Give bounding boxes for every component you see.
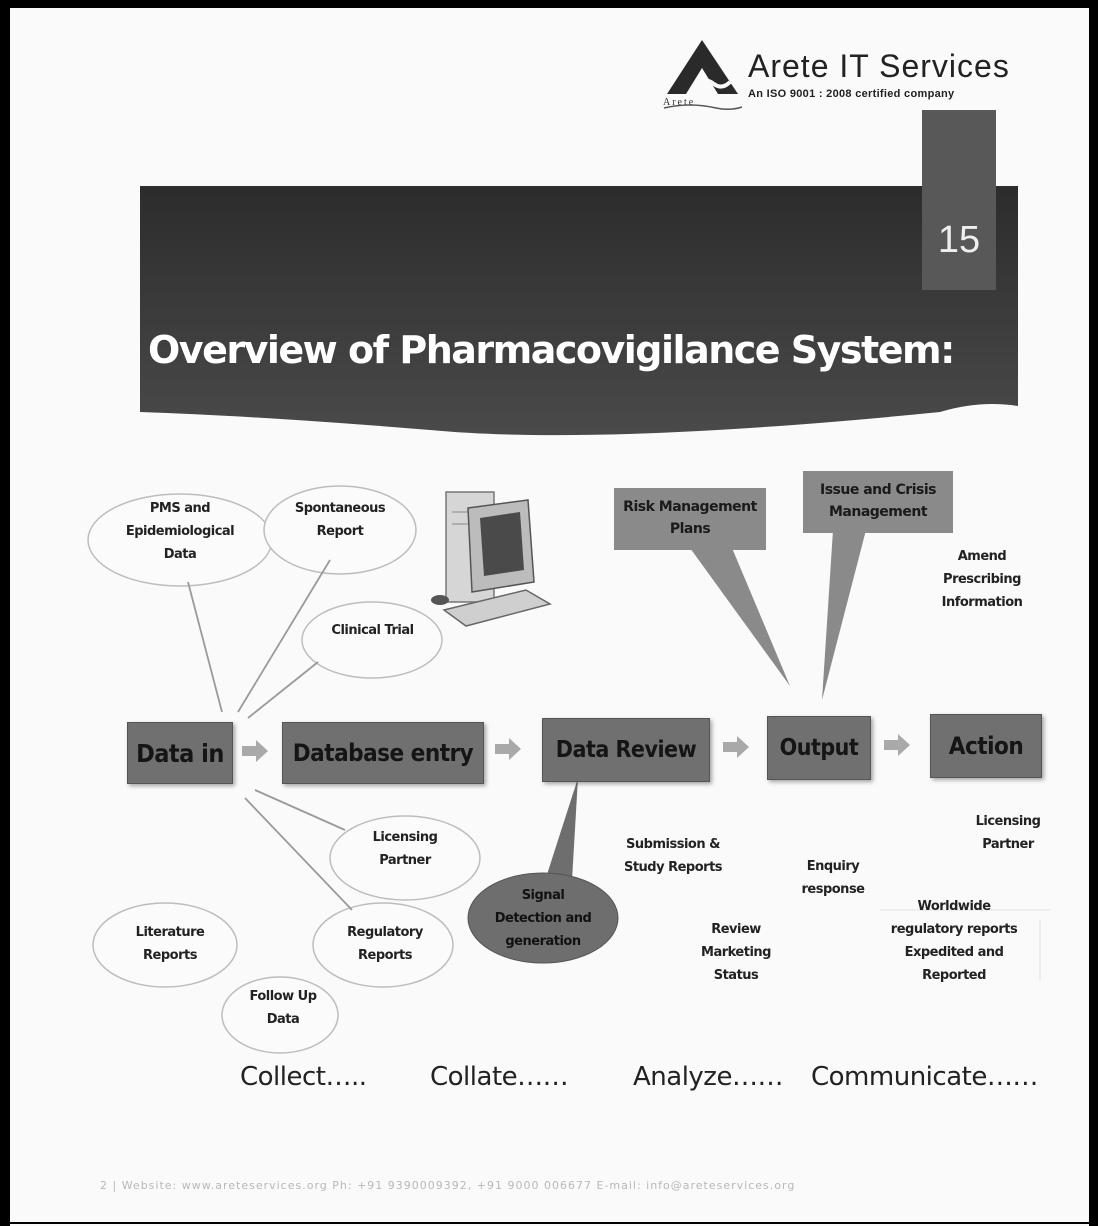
logo-name: Arete IT Services (748, 48, 1010, 84)
output-review: Review Marketing Status (701, 922, 771, 983)
input-spontaneous: Spontaneous Report (294, 501, 386, 539)
flow-box-data-in: Data in (127, 722, 233, 784)
arrow-icon (884, 734, 910, 756)
bubble-follow-up (221, 976, 339, 1054)
stage-collate: Collate…… (430, 1062, 569, 1092)
arrow-icon (723, 736, 749, 758)
slide-number-text: 15 (937, 219, 981, 261)
issue-callout-tail (822, 530, 866, 700)
bottom-rule (0, 1222, 1098, 1224)
input-regulatory: Regulatory Reports (347, 925, 423, 963)
bubble-licensing-in (329, 815, 481, 901)
input-literature: Literature Reports (135, 925, 205, 963)
flow-arrows (242, 734, 910, 762)
slide-number: 15 (922, 110, 996, 290)
faint-rules (880, 909, 1050, 980)
flow-box-database-entry: Database entry (282, 722, 484, 784)
bubble-spontaneous (263, 485, 417, 575)
output-enquiry: Enquiry response (801, 859, 865, 897)
input-clinical-trial: Clinical Trial (331, 623, 414, 638)
logo-tagline: An ISO 9001 : 2008 certified company (748, 88, 955, 100)
risk-callout: Risk Management Plans (614, 488, 766, 550)
stage-communicate: Communicate…… (811, 1062, 1038, 1092)
stage-analyze: Analyze…… (633, 1062, 783, 1092)
bubble-literature (92, 902, 238, 988)
slide-title: Overview of Pharmacovigilance System: (148, 328, 955, 372)
output-worldwide: Worldwide regulatory reports Expedited a… (890, 899, 1018, 983)
signal-tail (542, 778, 578, 890)
flow-box-action: Action (930, 714, 1042, 778)
title-banner (140, 186, 1018, 436)
flow-box-output: Output (767, 716, 871, 780)
logo-mark-icon (663, 40, 743, 111)
signal-ellipse (467, 872, 619, 964)
footer-text: 2 | Website: www.areteservices.org Ph: +… (100, 1179, 796, 1192)
risk-callout-tail (690, 548, 790, 686)
connector-lines (187, 559, 353, 911)
bubble-regulatory (312, 902, 454, 988)
issue-callout: Issue and Crisis Management (803, 471, 953, 533)
output-submission: Submission & Study Reports (623, 837, 723, 875)
logo: Arete IT Services An ISO 9001 : 2008 cer… (748, 48, 1010, 100)
bubble-clinical (301, 601, 443, 679)
output-licensing-partner: Licensing Partner (975, 814, 1041, 852)
arrow-icon (495, 738, 521, 760)
arrow-icon (242, 740, 268, 762)
input-pms: PMS and Epidemiological Data (125, 501, 235, 562)
output-amend: Amend Prescribing Information (941, 549, 1023, 610)
stage-collect: Collect….. (240, 1062, 367, 1092)
logo-mark-text: Arete (663, 97, 696, 108)
computer-icon (431, 491, 552, 627)
signal-label: Signal Detection and generation (494, 888, 592, 949)
flow-box-data-review: Data Review (542, 718, 710, 782)
input-licensing-partner: Licensing Partner (372, 830, 438, 868)
input-follow-up: Follow Up Data (249, 989, 317, 1027)
